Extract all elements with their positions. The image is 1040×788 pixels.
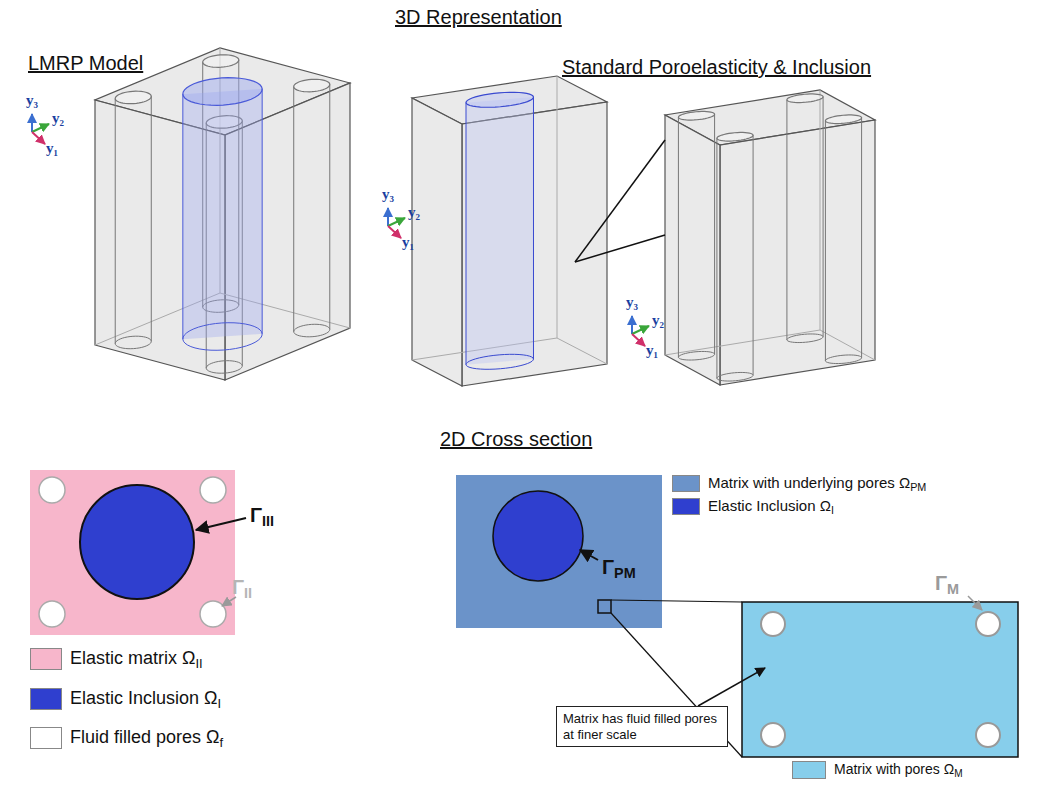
leader-line xyxy=(222,597,236,606)
matrix-with-pores xyxy=(742,602,1018,757)
legend-swatch xyxy=(30,688,62,710)
porous-matrix xyxy=(456,475,662,628)
leader-arrow xyxy=(698,668,765,706)
axis-label: y₃ xyxy=(626,294,638,311)
callout-box: Matrix has fluid filled pores at finer s… xyxy=(556,706,728,747)
section-heading: Standard Poroelasticity & Inclusion xyxy=(562,56,871,79)
legend-entry: Elastic Inclusion ΩI xyxy=(672,497,834,516)
axis-label: y₃ xyxy=(382,186,394,203)
cube xyxy=(412,76,607,386)
section-heading: 2D Cross section xyxy=(440,428,592,451)
axis-label: y₁ xyxy=(646,342,658,359)
legend-text: Matrix with underlying pores ΩPM xyxy=(708,474,926,493)
legend-text: Elastic matrix ΩII xyxy=(70,648,203,671)
elastic-inclusion xyxy=(493,491,583,581)
legend-swatch xyxy=(672,498,700,515)
boundary-label: ΓIII xyxy=(250,504,274,530)
axis-triads xyxy=(32,114,649,346)
legend-entry: Elastic matrix ΩII xyxy=(30,648,203,671)
leader-line xyxy=(580,550,598,560)
legend-text: Elastic Inclusion ΩI xyxy=(708,497,834,516)
legend-entry: Matrix with underlying pores ΩPM xyxy=(672,474,926,493)
pore xyxy=(976,723,1000,747)
boundary-label: ΓPM xyxy=(602,556,636,582)
boundary-label: ΓM xyxy=(935,572,959,598)
legend-swatch xyxy=(672,475,700,492)
pore xyxy=(39,601,65,627)
axis-label: y₂ xyxy=(408,204,420,221)
zoom-line xyxy=(575,140,665,262)
elastic-matrix xyxy=(30,470,235,635)
axis-label: y₂ xyxy=(652,312,664,329)
pore xyxy=(761,723,785,747)
axis-label: y₃ xyxy=(26,92,38,109)
legend-text: Matrix with pores ΩM xyxy=(834,761,963,779)
zoom-line xyxy=(611,600,742,602)
cube xyxy=(665,90,875,385)
leader-line xyxy=(968,596,982,610)
title: 3D Representation xyxy=(395,6,562,29)
elastic-inclusion xyxy=(80,485,194,599)
legend-text: Fluid filled pores Ωf xyxy=(70,727,223,750)
leader-line xyxy=(196,518,246,530)
legend-swatch xyxy=(30,648,62,670)
cube-drawings xyxy=(95,48,875,386)
pore xyxy=(200,477,226,503)
section-heading: LMRP Model xyxy=(28,52,143,75)
pore xyxy=(761,612,785,636)
zoom-line xyxy=(575,235,665,262)
axis-label: y₂ xyxy=(52,110,64,127)
legend-swatch xyxy=(30,727,62,749)
legend-swatch xyxy=(792,761,826,779)
axis-label: y₁ xyxy=(46,140,58,157)
zoom-square xyxy=(598,600,611,613)
boundary-label: ΓII xyxy=(232,576,252,602)
legend-entry: Matrix with pores ΩM xyxy=(792,761,963,779)
cube xyxy=(95,48,350,380)
axis-label: y₁ xyxy=(402,234,414,251)
legend-entry: Elastic Inclusion ΩI xyxy=(30,688,221,711)
pore xyxy=(976,612,1000,636)
legend-entry: Fluid filled pores Ωf xyxy=(30,727,223,750)
pore xyxy=(200,601,226,627)
pore xyxy=(39,477,65,503)
legend-text: Elastic Inclusion ΩI xyxy=(70,688,221,711)
callout-text: Matrix has fluid filled pores at finer s… xyxy=(557,707,727,746)
